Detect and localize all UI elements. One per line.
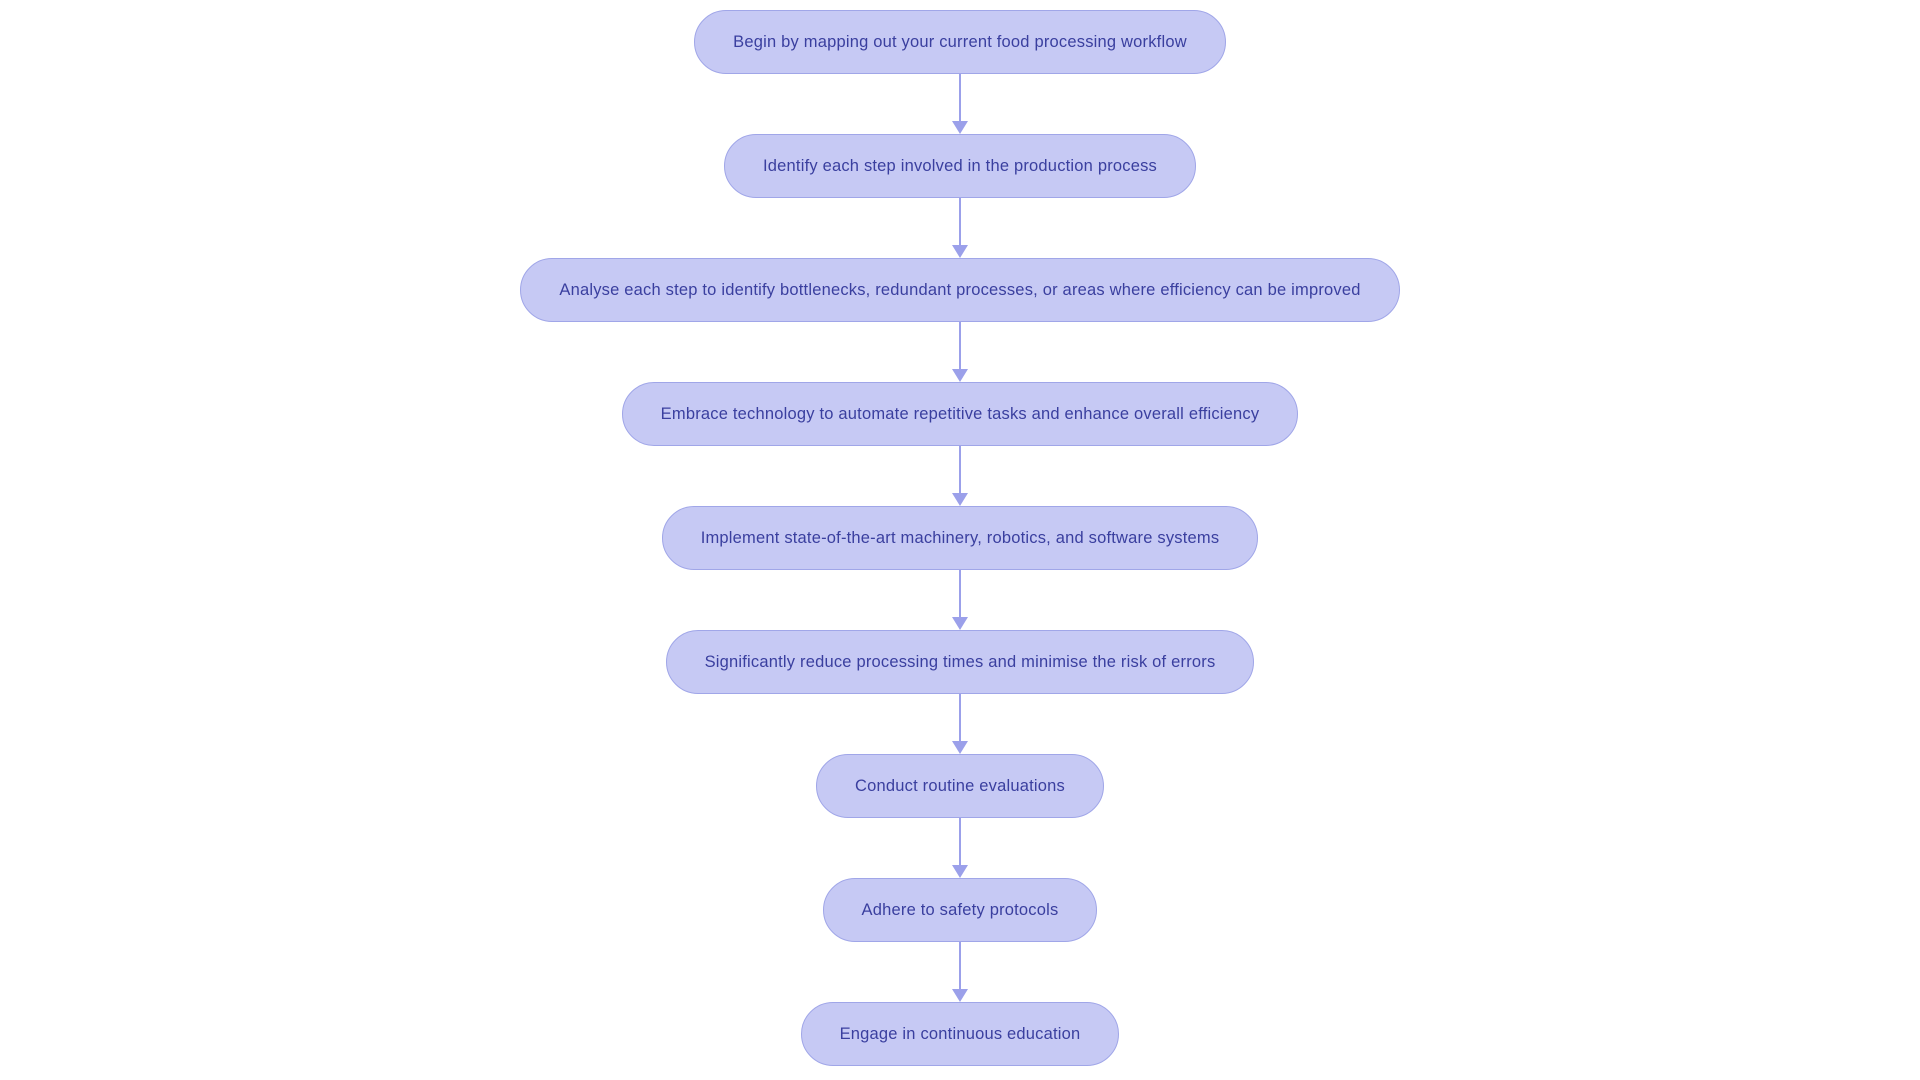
arrow-line bbox=[958, 322, 962, 370]
arrow-head-icon bbox=[952, 865, 968, 878]
arrow-line bbox=[958, 74, 962, 122]
arrow-line bbox=[958, 818, 962, 866]
arrow-line bbox=[958, 694, 962, 742]
flow-node-label: Implement state-of-the-art machinery, ro… bbox=[700, 528, 1220, 547]
flow-arrow-4-5 bbox=[952, 446, 968, 506]
arrow-head-icon bbox=[952, 369, 968, 382]
flow-arrow-3-4 bbox=[952, 322, 968, 382]
arrow-head-icon bbox=[952, 989, 968, 1002]
flow-node-label: Identify each step involved in the produ… bbox=[763, 156, 1157, 175]
arrow-line bbox=[958, 942, 962, 990]
arrow-head-icon bbox=[952, 493, 968, 506]
arrow-head-icon bbox=[952, 245, 968, 258]
flow-arrow-8-9 bbox=[952, 942, 968, 1002]
flow-node-label: Embrace technology to automate repetitiv… bbox=[660, 404, 1260, 423]
flow-arrow-6-7 bbox=[952, 694, 968, 754]
flow-node-3: Analyse each step to identify bottleneck… bbox=[520, 258, 1400, 322]
flow-node-1: Begin by mapping out your current food p… bbox=[694, 10, 1226, 74]
arrow-head-icon bbox=[952, 741, 968, 754]
arrow-head-icon bbox=[952, 121, 968, 134]
flow-node-8: Adhere to safety protocols bbox=[822, 878, 1098, 942]
flow-node-label: Engage in continuous education bbox=[839, 1024, 1081, 1043]
flow-arrow-2-3 bbox=[952, 198, 968, 258]
flow-node-9: Engage in continuous education bbox=[800, 1002, 1120, 1066]
flow-node-label: Adhere to safety protocols bbox=[861, 900, 1059, 919]
flow-arrow-7-8 bbox=[952, 818, 968, 878]
arrow-line bbox=[958, 446, 962, 494]
flow-arrow-1-2 bbox=[952, 74, 968, 134]
flow-node-label: Conduct routine evaluations bbox=[855, 776, 1065, 795]
flow-node-2: Identify each step involved in the produ… bbox=[724, 134, 1196, 198]
flow-node-label: Significantly reduce processing times an… bbox=[704, 652, 1216, 671]
flow-node-label: Begin by mapping out your current food p… bbox=[733, 32, 1187, 51]
flow-arrow-5-6 bbox=[952, 570, 968, 630]
arrow-line bbox=[958, 198, 962, 246]
flow-node-6: Significantly reduce processing times an… bbox=[665, 630, 1255, 694]
flow-node-label: Analyse each step to identify bottleneck… bbox=[559, 280, 1361, 299]
arrow-head-icon bbox=[952, 617, 968, 630]
flow-node-4: Embrace technology to automate repetitiv… bbox=[621, 382, 1299, 446]
arrow-line bbox=[958, 570, 962, 618]
flow-node-7: Conduct routine evaluations bbox=[816, 754, 1104, 818]
flow-node-5: Implement state-of-the-art machinery, ro… bbox=[661, 506, 1259, 570]
